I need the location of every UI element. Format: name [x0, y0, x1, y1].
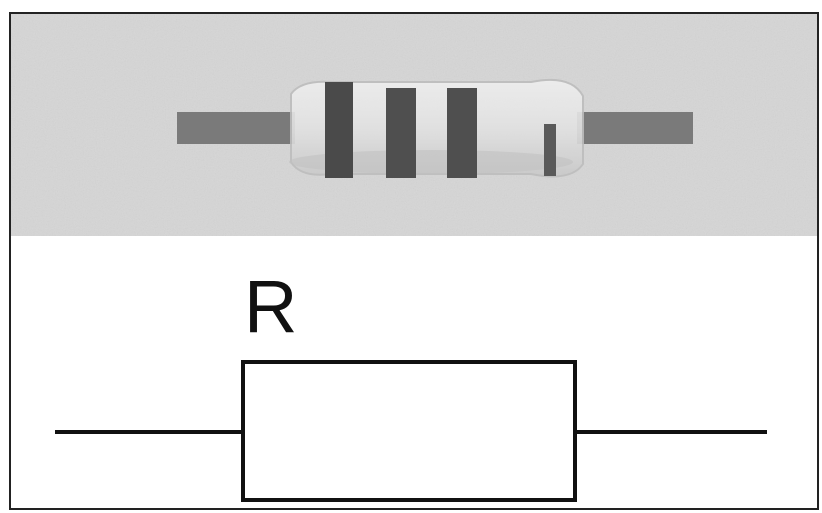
band-2 [386, 88, 416, 178]
resistor-symbol-drawing [55, 360, 767, 502]
band-3 [447, 88, 477, 178]
resistor-photo-drawing [11, 14, 817, 236]
figure-frame: R [9, 12, 819, 510]
resistor-box [241, 360, 577, 502]
left-lead [177, 112, 295, 144]
resistor-label: R [244, 265, 298, 348]
resistor-photo [11, 14, 817, 236]
band-4 [544, 124, 556, 176]
resistor-symbol: R [11, 236, 817, 508]
band-1 [325, 82, 353, 178]
right-lead [577, 112, 693, 144]
